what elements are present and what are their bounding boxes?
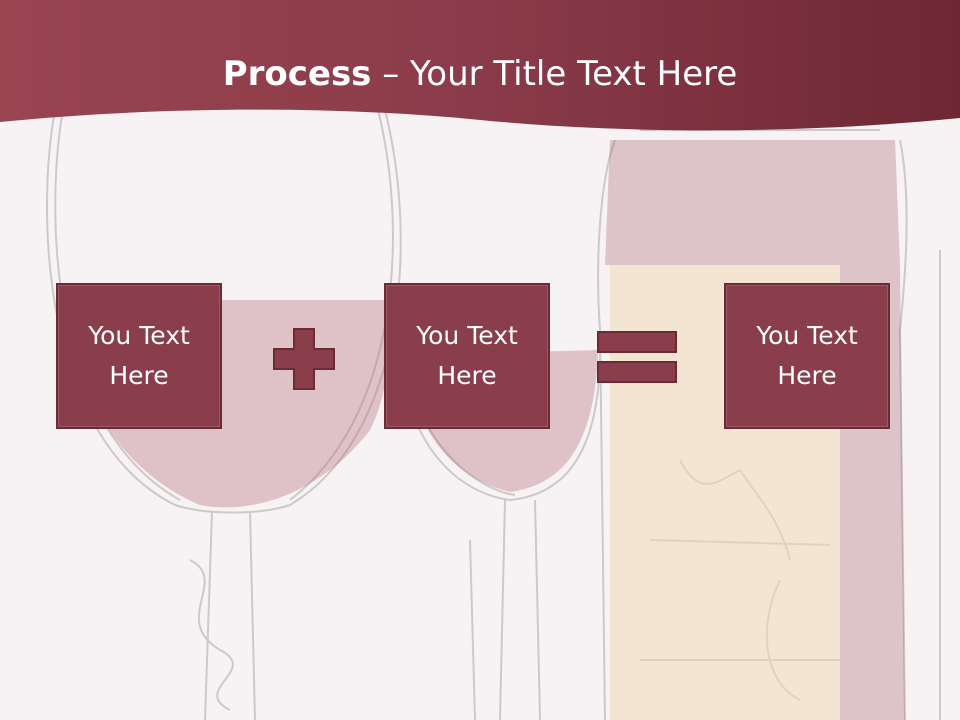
process-box-3-label: You Text Here — [756, 321, 858, 390]
process-box-1[interactable]: You Text Here — [56, 283, 222, 429]
equals-icon — [597, 331, 677, 383]
middle-glass-bowl — [399, 349, 601, 502]
bottle-neck-fill — [605, 140, 900, 265]
left-glass-stem — [204, 511, 256, 720]
header-band — [0, 0, 960, 131]
title-bold: Process — [222, 54, 372, 94]
process-box-2[interactable]: You Text Here — [384, 283, 550, 429]
middle-glass-stem — [499, 499, 541, 720]
process-box-1-label: You Text Here — [88, 321, 190, 390]
slide-title: Process – Your Title Text Here — [0, 50, 960, 98]
plus-icon — [273, 328, 335, 390]
bottle-outline — [597, 139, 908, 720]
process-box-2-label: You Text Here — [416, 321, 518, 390]
process-box-3[interactable]: You Text Here — [724, 283, 890, 429]
title-rest: – Your Title Text Here — [371, 54, 738, 94]
